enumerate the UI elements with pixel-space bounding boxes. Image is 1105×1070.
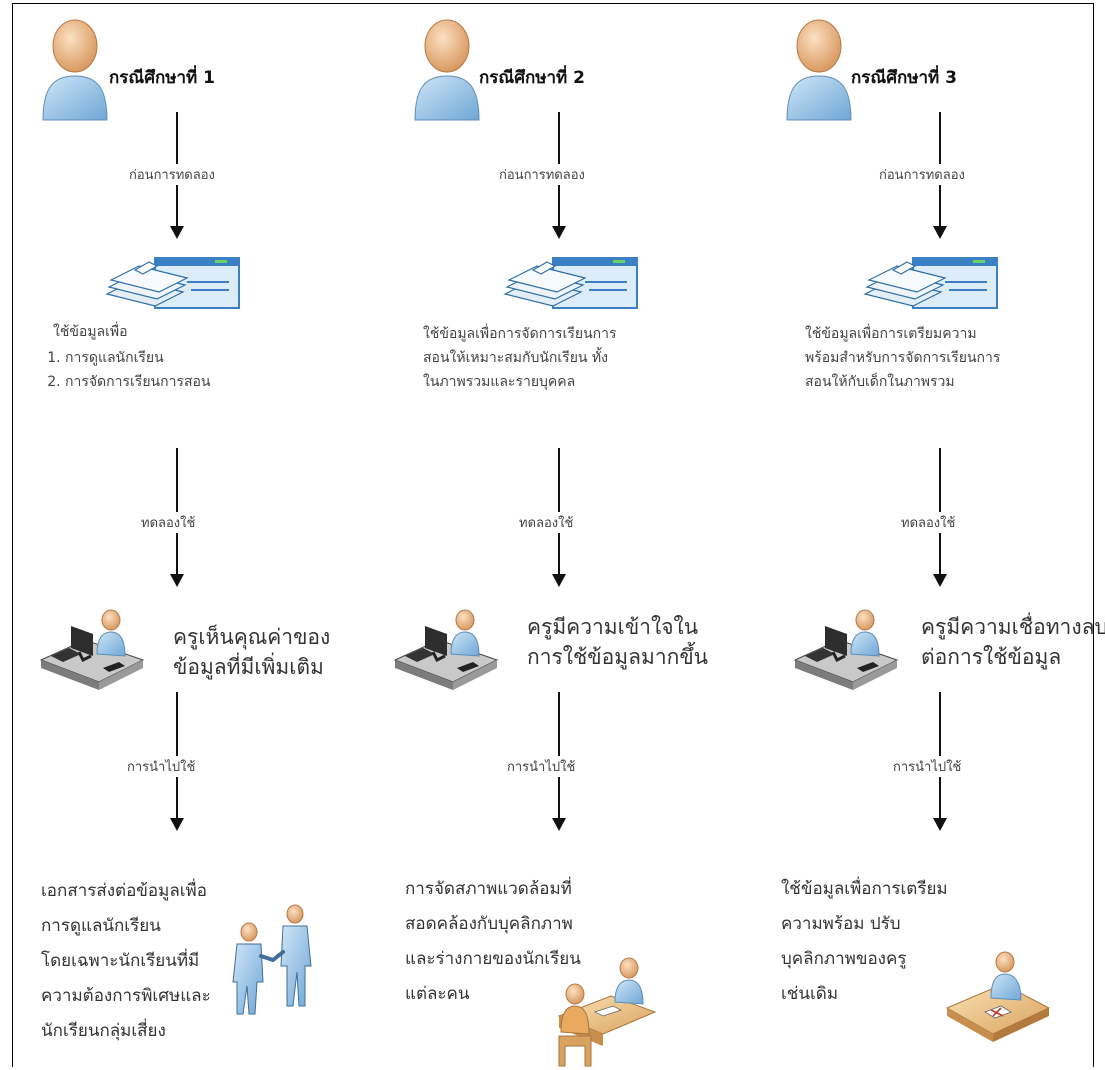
teacher-outcome: ครูมีความเชื่อทางลบ ต่อการใช้ข้อมูล <box>921 612 1105 672</box>
application-line: ใช้ข้อมูลเพื่อการเตรียม <box>781 879 948 899</box>
handshake-icon <box>232 904 312 1015</box>
application-text: ใช้ข้อมูลเพื่อการเตรียม ความพร้อม ปรับ บ… <box>781 872 948 1012</box>
case-column-3: กรณีศึกษาที่ 3 ก่อนการทดลอง ใช้ข้อมูลเพื… <box>753 4 1105 1067</box>
application-line: นักเรียนกลุ่มเสี่ยง <box>41 1021 166 1041</box>
label-application: การนำไปใช้ <box>891 756 964 777</box>
label-trial: ทดลองใช้ <box>139 512 198 533</box>
data-use-text: ใช้ข้อมูลเพื่อการจัดการเรียนการ สอนให้เห… <box>423 322 617 394</box>
data-use-line: ใช้ข้อมูลเพื่อการเตรียมความ <box>805 326 977 342</box>
data-use-line: สอนให้กับเด็กในภาพรวม <box>805 374 955 390</box>
data-use-item: การดูแลนักเรียน <box>65 346 210 370</box>
application-line: ความต้องการพิเศษและ <box>41 986 211 1006</box>
data-use-line: ใช้ข้อมูลเพื่อการจัดการเรียนการ <box>423 326 617 342</box>
case-column-1: กรณีศึกษาที่ 1 ก่อนการทดลอง ใช้ข้อมูลเพื… <box>13 4 373 1067</box>
data-documents-icon <box>503 257 638 309</box>
label-application: การนำไปใช้ <box>125 756 198 777</box>
application-line: การจัดสภาพแวดล้อมที่ <box>405 879 572 899</box>
application-line: เช่นเดิม <box>781 984 839 1004</box>
data-documents-icon <box>105 257 240 309</box>
person-icon <box>42 19 108 121</box>
outcome-line: ข้อมูลที่มีเพิ่มเติม <box>173 655 324 679</box>
case-title: กรณีศึกษาที่ 3 <box>851 68 957 88</box>
data-use-heading: ใช้ข้อมูลเพื่อ <box>53 324 128 340</box>
person-icon <box>786 19 852 121</box>
data-use-line: สอนให้เหมาะสมกับนักเรียน ทั้ง <box>423 350 608 366</box>
flow-arrow-head <box>170 226 184 239</box>
application-line: บุคลิกภาพของครู <box>781 949 907 969</box>
flow-arrow-head <box>170 818 184 831</box>
label-before-trial: ก่อนการทดลอง <box>497 164 587 185</box>
application-line: ความพร้อม ปรับ <box>781 914 901 934</box>
label-application: การนำไปใช้ <box>505 756 578 777</box>
teacher-at-computer-icon <box>393 609 499 690</box>
teacher-at-computer-icon <box>39 609 145 690</box>
data-use-line: พร้อมสำหรับการจัดการเรียนการ <box>805 350 1001 366</box>
flow-arrow-head <box>552 226 566 239</box>
label-trial: ทดลองใช้ <box>899 512 958 533</box>
data-use-text: ใช้ข้อมูลเพื่อการเตรียมความ พร้อมสำหรับก… <box>805 322 1000 394</box>
flow-arrow-head <box>552 818 566 831</box>
flow-arrow-head <box>933 818 947 831</box>
outcome-line: ต่อการใช้ข้อมูล <box>921 645 1062 669</box>
outcome-line: การใช้ข้อมูลมากขึ้น <box>527 645 709 669</box>
data-documents-icon <box>863 257 998 309</box>
application-text: เอกสารส่งต่อข้อมูลเพื่อ การดูแลนักเรียน … <box>41 874 211 1049</box>
application-line: แต่ละคน <box>405 984 470 1004</box>
case-column-2: กรณีศึกษาที่ 2 ก่อนการทดลอง ใช้ข้อมูลเพื… <box>383 4 743 1067</box>
data-use-line: ในภาพรวมและรายบุคคล <box>423 374 576 390</box>
teacher-outcome: ครูเห็นคุณค่าของ ข้อมูลที่มีเพิ่มเติม <box>173 622 330 682</box>
label-before-trial: ก่อนการทดลอง <box>127 164 217 185</box>
outcome-line: ครูมีความเข้าใจใน <box>527 615 699 639</box>
person-icon <box>414 19 480 121</box>
application-text: การจัดสภาพแวดล้อมที่ สอดคล้องกับบุคลิกภา… <box>405 872 581 1012</box>
label-before-trial: ก่อนการทดลอง <box>877 164 967 185</box>
flow-arrow-head <box>552 574 566 587</box>
teacher-outcome: ครูมีความเข้าใจใน การใช้ข้อมูลมากขึ้น <box>527 612 708 672</box>
label-trial: ทดลองใช้ <box>517 512 576 533</box>
outcome-line: ครูมีความเชื่อทางลบ <box>921 615 1105 639</box>
case-title: กรณีศึกษาที่ 2 <box>479 68 585 88</box>
case-study-diagram: กรณีศึกษาที่ 1 ก่อนการทดลอง ใช้ข้อมูลเพื… <box>12 3 1105 1067</box>
application-line: โดยเฉพาะนักเรียนที่มี <box>41 951 200 971</box>
flow-arrow-head <box>933 226 947 239</box>
application-line: การดูแลนักเรียน <box>41 916 161 936</box>
flow-arrow-head <box>170 574 184 587</box>
application-line: เอกสารส่งต่อข้อมูลเพื่อ <box>41 881 207 901</box>
flow-arrow-head <box>933 574 947 587</box>
case-title: กรณีศึกษาที่ 1 <box>109 68 215 88</box>
application-line: สอดคล้องกับบุคลิกภาพ <box>405 914 573 934</box>
teacher-student-meeting-icon <box>557 957 657 1067</box>
application-line: และร่างกายของนักเรียน <box>405 949 581 969</box>
teacher-at-computer-icon <box>793 609 899 690</box>
data-use-list: การดูแลนักเรียน การจัดการเรียนการสอน <box>43 346 210 394</box>
outcome-line: ครูเห็นคุณค่าของ <box>173 625 331 649</box>
data-use-item: การจัดการเรียนการสอน <box>65 370 210 394</box>
teacher-at-desk-icon <box>945 951 1051 1042</box>
